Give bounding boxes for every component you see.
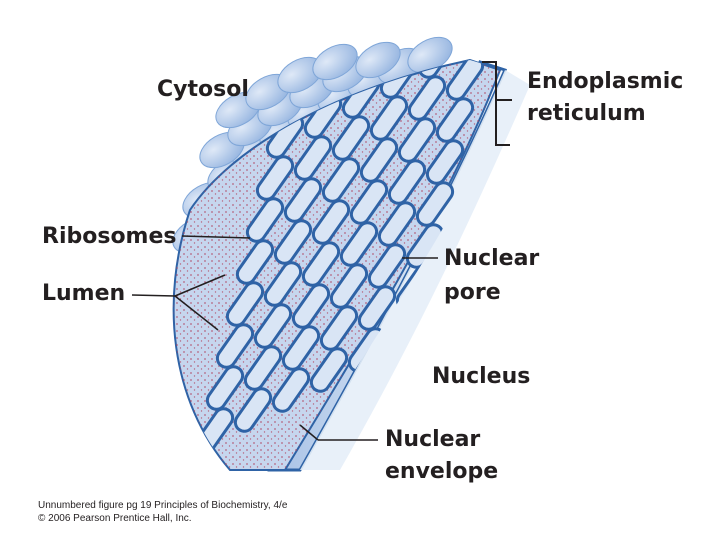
er-cisterna [215,323,255,369]
cytosol-label: Cytosol [157,77,249,102]
cytosol-vesicle [312,43,358,81]
nuclear-pore-label-line1: Nuclear [444,246,540,271]
er-cisterna [283,177,323,223]
er-cisterna [359,137,399,183]
er-cisterna [415,181,455,227]
er-cisterna [253,303,293,349]
er-cisterna [225,281,265,327]
er-bracket [482,61,510,146]
er-cisterna [245,197,285,243]
er-cisterna [233,387,273,433]
er-cisterna [329,263,369,309]
er-cisterna [271,367,311,413]
lumen-leader-a [131,294,176,297]
nuclear-pore-label-line2: pore [444,280,501,305]
er-cisterna [425,139,465,185]
er-cisterna [291,283,331,329]
er-cisterna [331,115,371,161]
ribosomes-leader [181,235,251,239]
er-cisterna [357,285,397,331]
er-cisterna [377,201,417,247]
er-cisterna [464,0,506,19]
nucleus-label: Nucleus [432,364,531,389]
er-label-line2: reticulum [527,101,646,126]
figure-caption-line1: Unnumbered figure pg 19 Principles of Bi… [38,500,288,511]
ribosomes-label: Ribosomes [42,224,177,249]
nuclear-envelope-leader [299,424,319,441]
er-cisterna [301,241,341,287]
er-cisterna [387,159,427,205]
er-cisterna [319,305,359,351]
nuclear-envelope-label-line1: Nuclear [385,427,481,452]
er-cisterna [281,325,321,371]
er-cisterna [454,11,496,61]
er-label-line1: Endoplasmic [527,69,684,94]
er-cisterna [445,60,485,101]
er-cisterna [369,95,409,141]
er-cisterna [426,0,468,39]
er-cisterna [367,243,407,289]
er-cisterna [407,75,447,121]
er-cisterna [205,365,245,411]
figure-caption-line2: © 2006 Pearson Prentice Hall, Inc. [38,513,192,524]
er-cisterna [263,261,303,307]
er-cisterna [311,199,351,245]
er-cisterna [255,155,295,201]
er-cisterna [309,347,349,393]
er-cisterna [273,219,313,265]
er-cisterna [339,221,379,267]
er-cisterna [293,135,333,181]
er-cisterna [349,179,389,225]
nuclear-envelope-label-line2: envelope [385,459,499,484]
lumen-leader-c [174,295,219,331]
cytosol-vesicle [355,41,401,79]
er-cisterna [321,157,361,203]
er-cisterna [243,345,283,391]
er-cisterna [435,97,475,143]
lumen-leader-b [174,274,226,297]
er-cisterna [397,117,437,163]
er-cisterna [235,239,275,285]
lumen-label: Lumen [42,281,126,306]
